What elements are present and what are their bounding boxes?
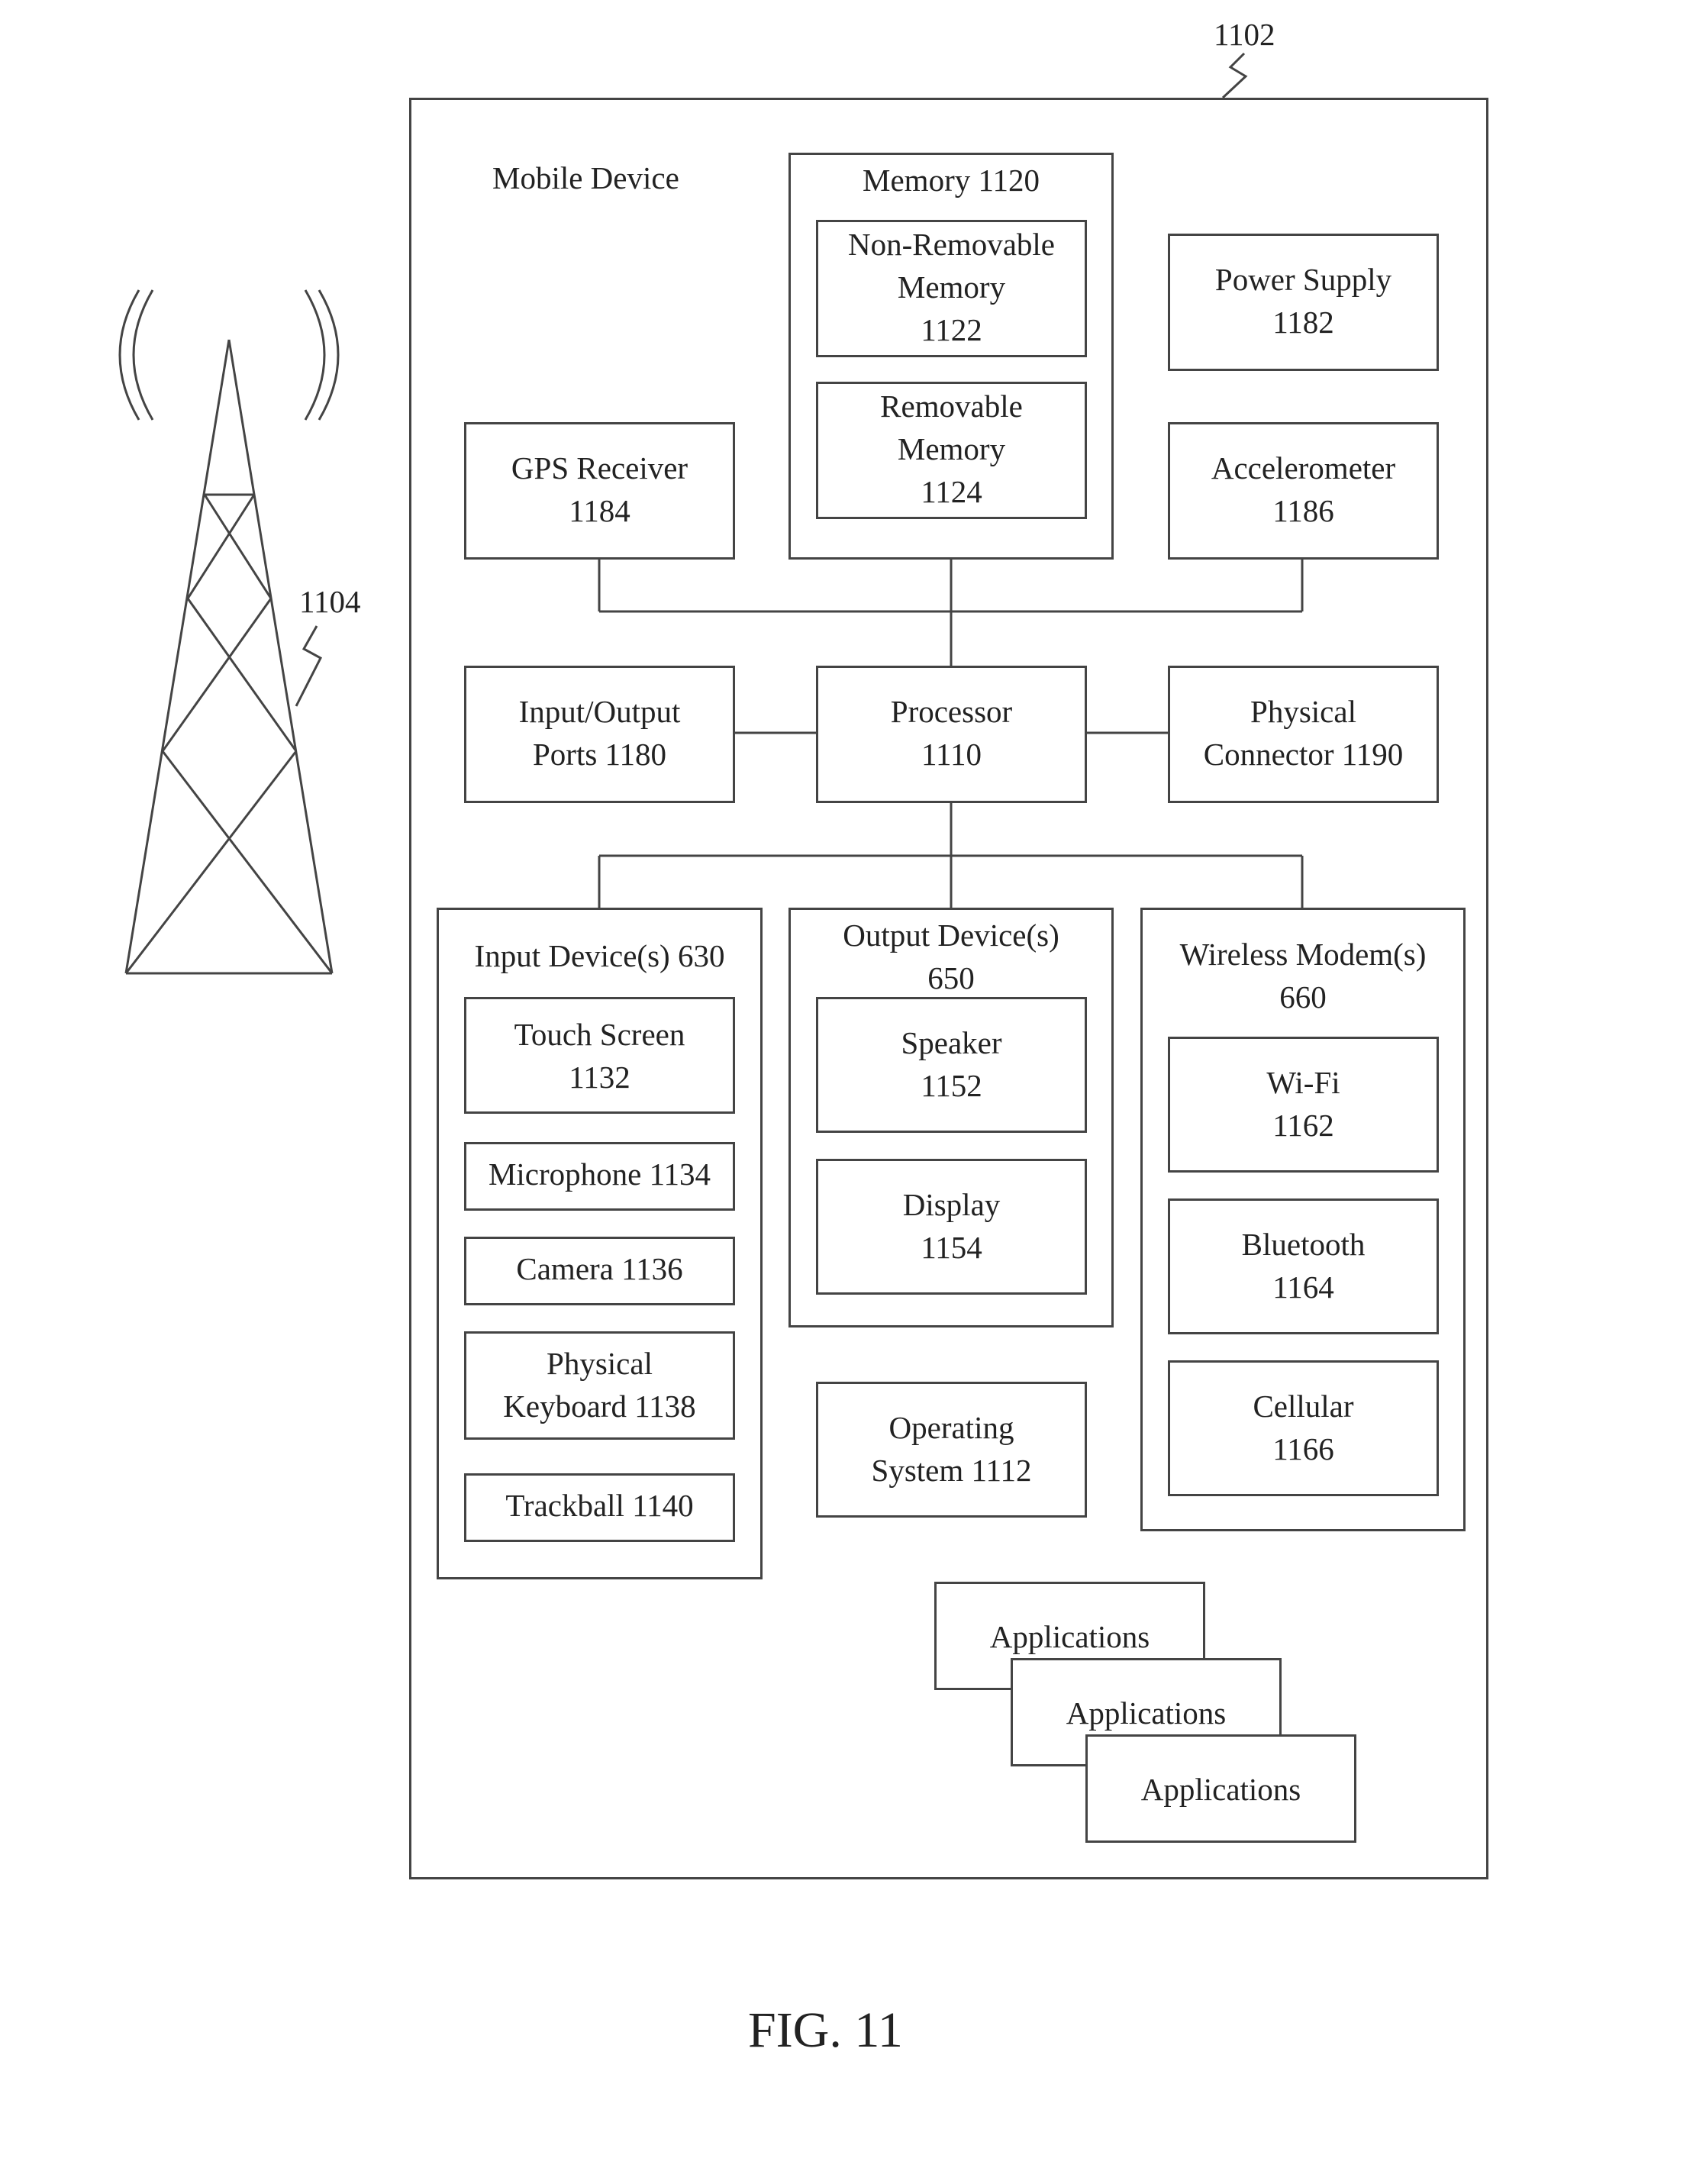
gps-receiver-label: GPS Receiver 1184 <box>464 447 735 532</box>
bluetooth-label: Bluetooth 1164 <box>1168 1223 1439 1308</box>
processor-label: Processor 1110 <box>816 690 1087 776</box>
touch-screen-label: Touch Screen 1132 <box>464 1013 735 1098</box>
physical-connector-label: Physical Connector 1190 <box>1168 690 1439 776</box>
wireless-modems-title: Wireless Modem(s) 660 <box>1140 933 1466 1018</box>
removable-memory-label: Removable Memory 1124 <box>816 385 1087 513</box>
memory-title: Memory 1120 <box>788 159 1114 202</box>
accelerometer-label: Accelerometer 1186 <box>1168 447 1439 532</box>
microphone-label: Microphone 1134 <box>464 1153 735 1195</box>
physical-keyboard-label: Physical Keyboard 1138 <box>464 1342 735 1428</box>
power-supply-label: Power Supply 1182 <box>1168 258 1439 344</box>
display-label: Display 1154 <box>816 1183 1087 1269</box>
output-devices-title: Output Device(s) 650 <box>788 914 1114 999</box>
applications-label-front: Applications <box>1085 1768 1356 1811</box>
camera-label: Camera 1136 <box>464 1247 735 1290</box>
input-devices-title: Input Device(s) 630 <box>437 934 763 977</box>
non-removable-memory-label: Non-Removable Memory 1122 <box>816 223 1087 351</box>
applications-label-middle: Applications <box>1011 1692 1282 1734</box>
applications-label-back: Applications <box>934 1615 1205 1658</box>
operating-system-label: Operating System 1112 <box>816 1406 1087 1492</box>
cellular-label: Cellular 1166 <box>1168 1385 1439 1470</box>
speaker-label: Speaker 1152 <box>816 1021 1087 1107</box>
wifi-label: Wi-Fi 1162 <box>1168 1061 1439 1147</box>
io-ports-label: Input/Output Ports 1180 <box>464 690 735 776</box>
trackball-label: Trackball 1140 <box>464 1484 735 1527</box>
